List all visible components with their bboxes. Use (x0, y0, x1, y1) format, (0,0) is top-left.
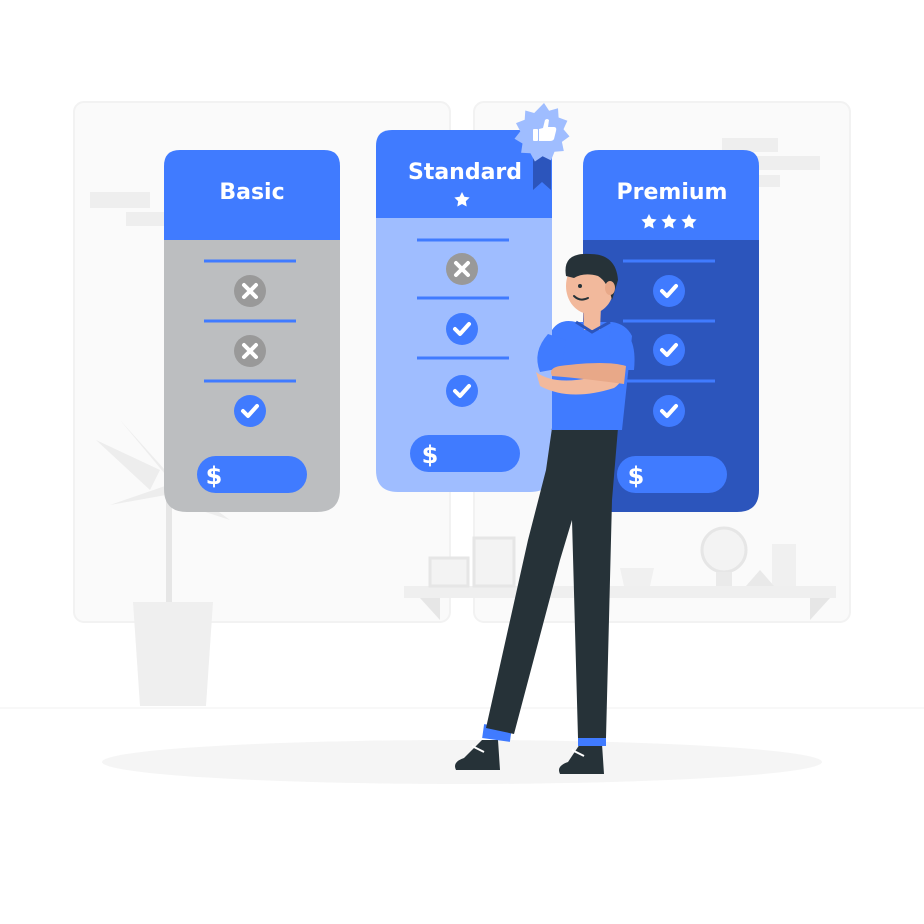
pants (486, 428, 618, 738)
star-icon (641, 214, 657, 229)
ear (605, 281, 615, 295)
plan-card-basic[interactable]: Basic $ (164, 150, 340, 512)
price-button[interactable]: $ (410, 435, 520, 472)
dollar-icon: $ (628, 462, 645, 490)
background-bar (722, 138, 778, 152)
plan-name: Basic (219, 180, 284, 205)
price-button[interactable]: $ (617, 456, 727, 493)
cross-icon (446, 253, 478, 285)
dollar-icon: $ (422, 441, 439, 469)
check-icon (653, 395, 685, 427)
dollar-icon: $ (206, 462, 223, 490)
cross-icon (234, 275, 266, 307)
background-bar (126, 212, 166, 226)
check-icon (234, 395, 266, 427)
recommended-badge (514, 103, 570, 190)
thumbs-up-icon (533, 119, 557, 141)
plan-name: Premium (617, 180, 728, 205)
check-icon (446, 375, 478, 407)
plan-card-body (376, 218, 552, 492)
shoelace (571, 749, 585, 757)
arm (551, 363, 626, 384)
plan-card-body (583, 240, 759, 512)
check-icon (653, 334, 685, 366)
plan-card-body (164, 240, 340, 512)
smile (573, 295, 589, 301)
cross-icon (234, 335, 266, 367)
price-button[interactable]: $ (197, 456, 307, 493)
star-icon (661, 214, 677, 229)
background-bar (742, 156, 820, 170)
shoelace (471, 745, 485, 753)
sleeve (608, 326, 635, 370)
plan-name: Standard (408, 160, 522, 185)
sleeve (537, 334, 566, 372)
plan-card-premium[interactable]: Premium (583, 150, 759, 512)
star-icon (681, 214, 697, 229)
background-bar (754, 175, 780, 187)
plan-card-header (583, 150, 759, 240)
shoe (455, 740, 500, 770)
background-bar (90, 192, 150, 208)
star-icon (454, 192, 470, 207)
collar (575, 320, 611, 334)
person-figure (455, 253, 635, 774)
check-icon (446, 313, 478, 345)
plan-card-header (164, 150, 340, 240)
eye (578, 284, 582, 288)
shoe (559, 744, 604, 774)
hair (565, 253, 618, 300)
plan-card-header (376, 130, 552, 218)
shelf-decoration (404, 526, 836, 620)
plan-card-standard[interactable]: Standard (376, 103, 570, 492)
pricing-cards: Basic $ Standa (164, 103, 759, 512)
check-icon (653, 275, 685, 307)
